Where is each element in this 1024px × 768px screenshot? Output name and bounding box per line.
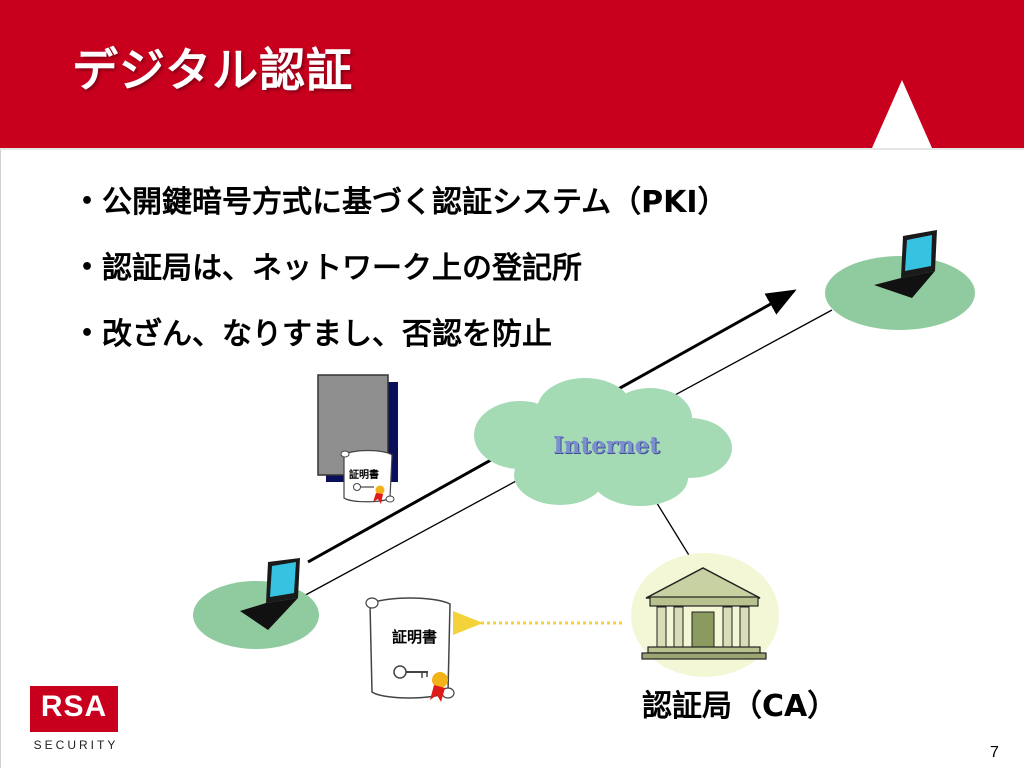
laptop-icon xyxy=(874,230,937,298)
header-divider xyxy=(0,148,1024,150)
rsa-logo-subtitle: SECURITY xyxy=(33,738,119,752)
certificate-icon-small xyxy=(340,449,395,504)
certificate-large-label: 証明書 xyxy=(392,628,438,646)
bullet-item: • 改ざん、なりすまし、否認を防止 xyxy=(80,314,728,380)
bullet-dot-icon: • xyxy=(80,255,95,280)
bullet-text: 公開鍵暗号方式に基づく認証システム（PKI） xyxy=(102,185,728,220)
rsa-logo-box: RSA xyxy=(30,686,118,732)
rsa-logo-text: RSA xyxy=(40,690,108,723)
certificate-small-label: 証明書 xyxy=(349,470,379,481)
bullet-text: 改ざん、なりすまし、否認を防止 xyxy=(102,317,552,352)
internet-label: Internet xyxy=(553,432,660,459)
rsa-logo: RSA SECURITY xyxy=(30,686,122,752)
slide-title: デジタル認証 xyxy=(72,43,354,97)
bullet-item: • 認証局は、ネットワーク上の登記所 xyxy=(80,248,728,314)
internet-cloud-icon xyxy=(474,378,732,506)
bullet-text: 認証局は、ネットワーク上の登記所 xyxy=(102,251,582,286)
certificate-authority-building-icon xyxy=(631,553,779,677)
bullet-item: • 公開鍵暗号方式に基づく認証システム（PKI） xyxy=(80,182,728,248)
connection-line xyxy=(654,499,696,566)
header-banner xyxy=(0,0,1024,148)
certificate-icon-large xyxy=(365,597,455,702)
certificate-authority-label: 認証局（CA） xyxy=(642,689,838,724)
bullet-list: • 公開鍵暗号方式に基づく認証システム（PKI） • 認証局は、ネットワーク上の登記… xyxy=(80,182,728,380)
bullet-dot-icon: • xyxy=(80,321,95,346)
header-triangle-icon xyxy=(872,80,932,148)
page-number: 7 xyxy=(990,744,999,761)
laptop-icon xyxy=(240,558,300,630)
left-edge-line xyxy=(0,150,1,768)
bullet-dot-icon: • xyxy=(80,189,95,214)
